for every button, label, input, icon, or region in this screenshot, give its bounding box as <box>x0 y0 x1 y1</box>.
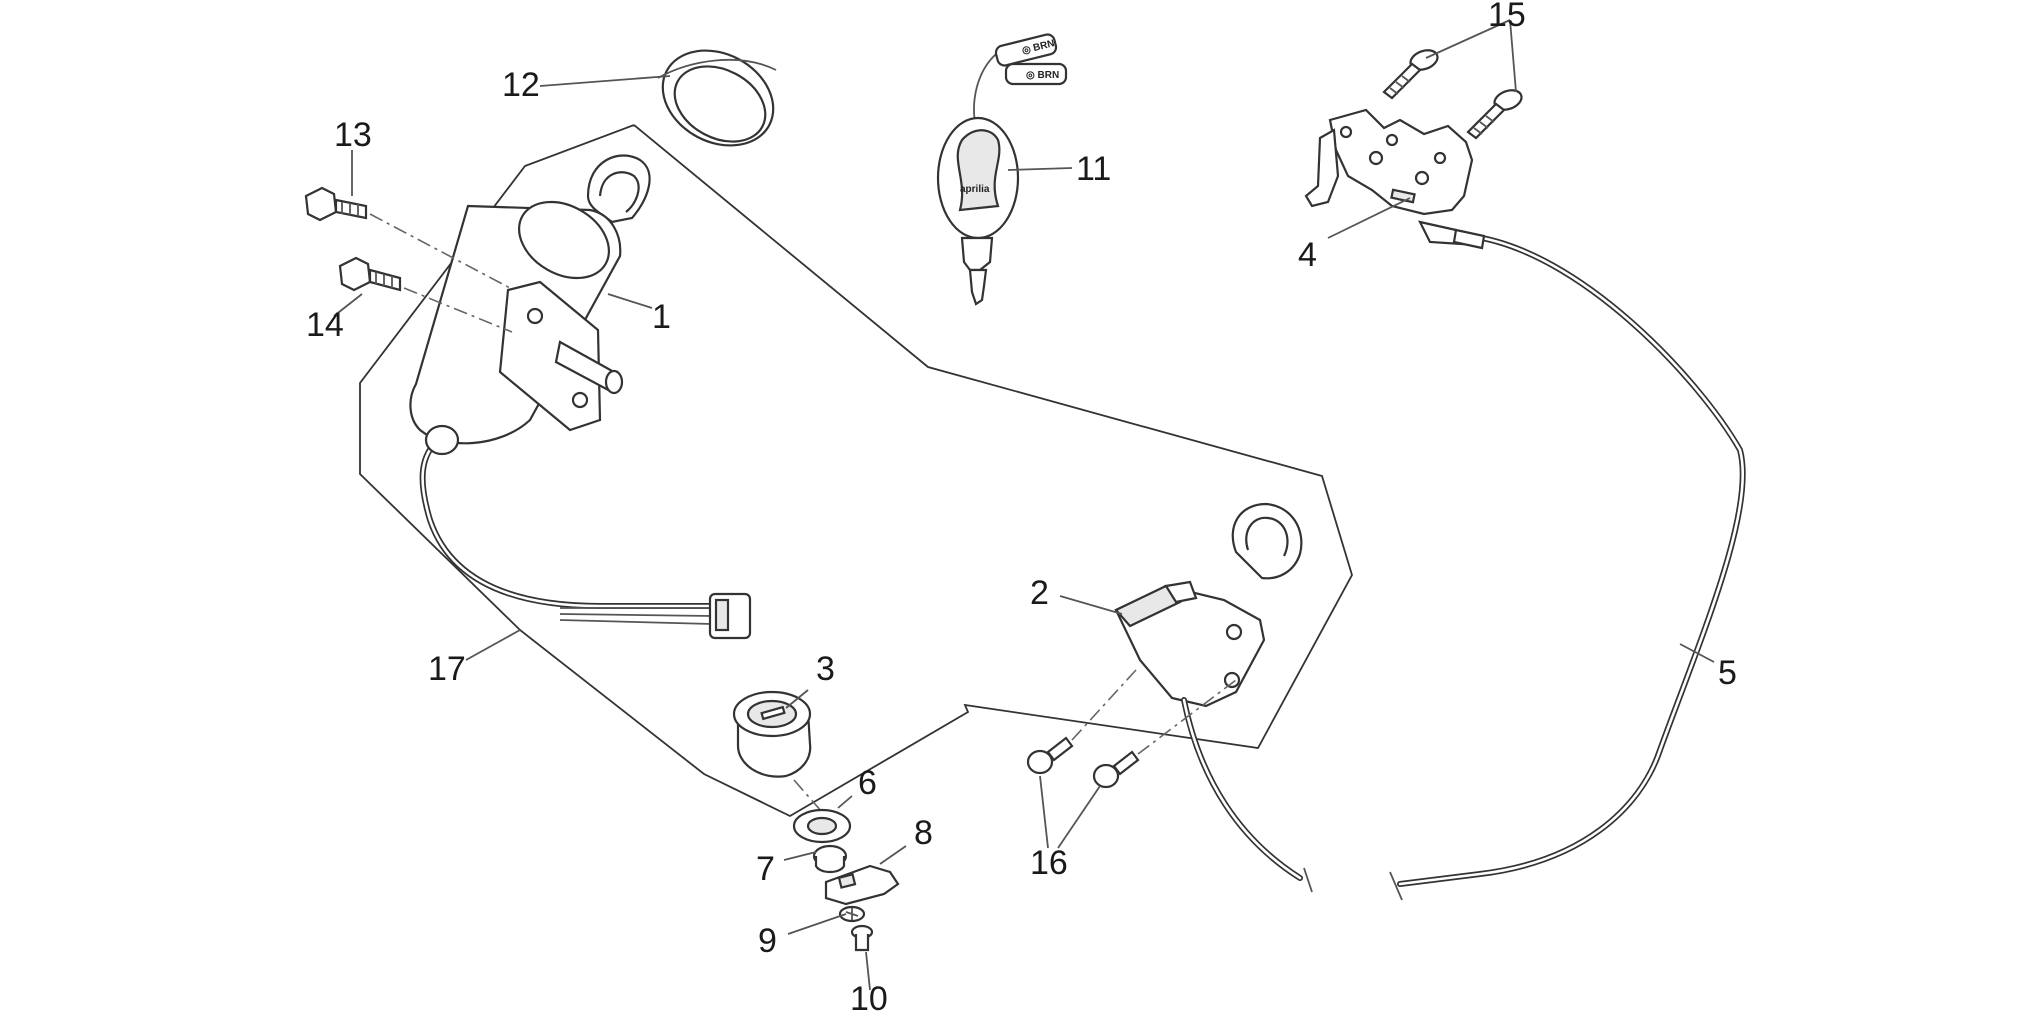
leader-lines <box>333 19 1715 991</box>
callout-11: 11 <box>1076 150 1111 188</box>
callout-10: 10 <box>850 980 888 1013</box>
screw-10 <box>850 924 874 952</box>
latch-cable-5 <box>1389 228 1746 901</box>
axis-line-16a <box>1071 669 1137 741</box>
key-tag-text-2: ◎ BRN <box>1026 70 1059 81</box>
axis-line-16b <box>1137 679 1237 755</box>
seat-latch-4 <box>1304 108 1474 246</box>
callout-1: 1 <box>652 298 671 336</box>
latch-plate-8 <box>824 864 900 906</box>
screw-16a <box>1026 736 1074 775</box>
screw-15b <box>1466 89 1523 140</box>
callout-15: 15 <box>1488 0 1526 34</box>
callout-3: 3 <box>816 650 835 688</box>
callout-6: 6 <box>858 764 877 802</box>
washer-6 <box>792 808 852 844</box>
callout-12: 12 <box>502 66 540 104</box>
callout-4: 4 <box>1298 236 1317 274</box>
callout-9: 9 <box>758 922 777 960</box>
callout-14: 14 <box>306 306 344 344</box>
callout-2: 2 <box>1030 574 1049 612</box>
axis-line-3 <box>793 779 823 813</box>
callout-13: 13 <box>334 116 372 154</box>
callout-7: 7 <box>756 850 775 888</box>
grommet-12 <box>657 49 777 147</box>
key-11: ◎ BRN ◎ BRN aprilia <box>936 33 1068 306</box>
callout-8: 8 <box>914 814 933 852</box>
screw-16b <box>1092 750 1140 789</box>
spacer-7 <box>812 844 848 874</box>
lock-barrel-3 <box>732 690 812 778</box>
axis-line-14 <box>403 287 513 333</box>
ignition-switch-2 <box>1114 502 1313 893</box>
bolt-13 <box>304 186 368 222</box>
star-washer-9 <box>838 905 866 923</box>
callout-16: 16 <box>1030 844 1068 882</box>
panel-outline <box>359 124 1353 818</box>
seat-lock-assembly <box>409 154 752 640</box>
callout-17: 17 <box>428 650 466 688</box>
bolt-14 <box>338 256 402 292</box>
key-fob-text: aprilia <box>960 184 990 195</box>
callout-5: 5 <box>1718 654 1737 692</box>
screw-15a <box>1382 49 1439 100</box>
